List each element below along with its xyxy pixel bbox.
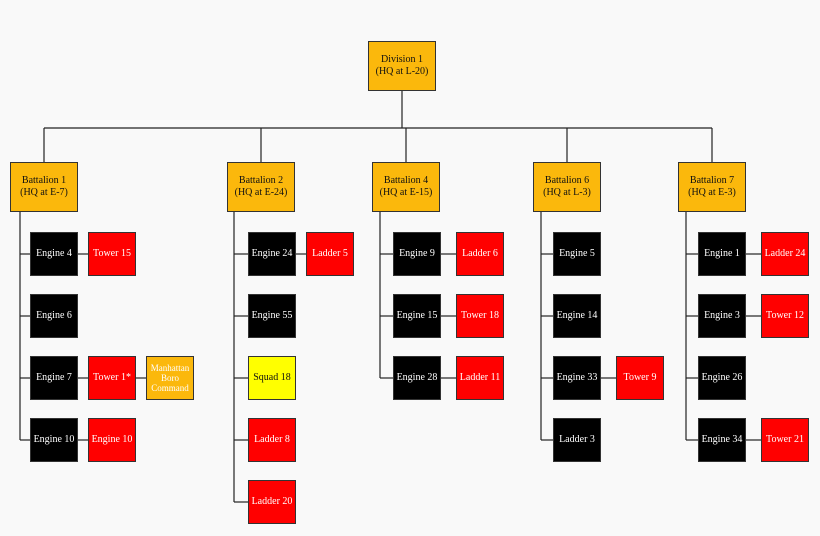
boro-line-2: Boro [161,373,179,383]
unit-tower-12: Tower 12 [761,294,809,338]
battalion-hq: (HQ at E-3) [688,187,736,198]
unit-engine-24: Engine 24 [248,232,296,276]
unit-engine-15: Engine 15 [393,294,441,338]
unit-tower-18: Tower 18 [456,294,504,338]
battalion-title: Battalion 1 [21,175,67,186]
unit-ladder-24: Ladder 24 [761,232,809,276]
unit-engine-28: Engine 28 [393,356,441,400]
unit-engine-1: Engine 1 [698,232,746,276]
unit-engine-4: Engine 4 [30,232,78,276]
unit-ladder-8: Ladder 8 [248,418,296,462]
division-hq: (HQ at L-20) [375,66,429,77]
battalion-4-node: Battalion 4 (HQ at E-15) [372,162,440,212]
unit-manhattan-boro-command: Manhattan Boro Command [146,356,194,400]
battalion-6-node: Battalion 6 (HQ at L-3) [533,162,601,212]
unit-ladder-5: Ladder 5 [306,232,354,276]
unit-engine-3: Engine 3 [698,294,746,338]
unit-engine-26: Engine 26 [698,356,746,400]
division-title: Division 1 [381,54,423,65]
unit-tower-1: Tower 1* [88,356,136,400]
battalion-1-node: Battalion 1 (HQ at E-7) [10,162,78,212]
unit-tower-21: Tower 21 [761,418,809,462]
unit-engine-14: Engine 14 [553,294,601,338]
unit-engine-5: Engine 5 [553,232,601,276]
unit-tower-9: Tower 9 [616,356,664,400]
battalion-title: Battalion 7 [689,175,735,186]
unit-engine-6: Engine 6 [30,294,78,338]
unit-engine-9: Engine 9 [393,232,441,276]
unit-engine-10-red: Engine 10 [88,418,136,462]
battalion-hq: (HQ at E-15) [379,187,433,198]
battalion-hq: (HQ at E-24) [234,187,288,198]
boro-line-1: Manhattan [150,363,190,373]
unit-engine-33: Engine 33 [553,356,601,400]
unit-ladder-6: Ladder 6 [456,232,504,276]
unit-engine-55: Engine 55 [248,294,296,338]
boro-line-3: Command [151,383,189,393]
battalion-title: Battalion 2 [238,175,284,186]
unit-tower-15: Tower 15 [88,232,136,276]
unit-engine-7: Engine 7 [30,356,78,400]
unit-engine-34: Engine 34 [698,418,746,462]
battalion-hq: (HQ at L-3) [543,187,591,198]
battalion-hq: (HQ at E-7) [20,187,68,198]
battalion-title: Battalion 4 [383,175,429,186]
unit-ladder-20: Ladder 20 [248,480,296,524]
unit-ladder-11: Ladder 11 [456,356,504,400]
battalion-title: Battalion 6 [544,175,590,186]
division-1-node: Division 1 (HQ at L-20) [368,41,436,91]
battalion-2-node: Battalion 2 (HQ at E-24) [227,162,295,212]
battalion-7-node: Battalion 7 (HQ at E-3) [678,162,746,212]
unit-ladder-3: Ladder 3 [553,418,601,462]
unit-engine-10: Engine 10 [30,418,78,462]
unit-squad-18: Squad 18 [248,356,296,400]
